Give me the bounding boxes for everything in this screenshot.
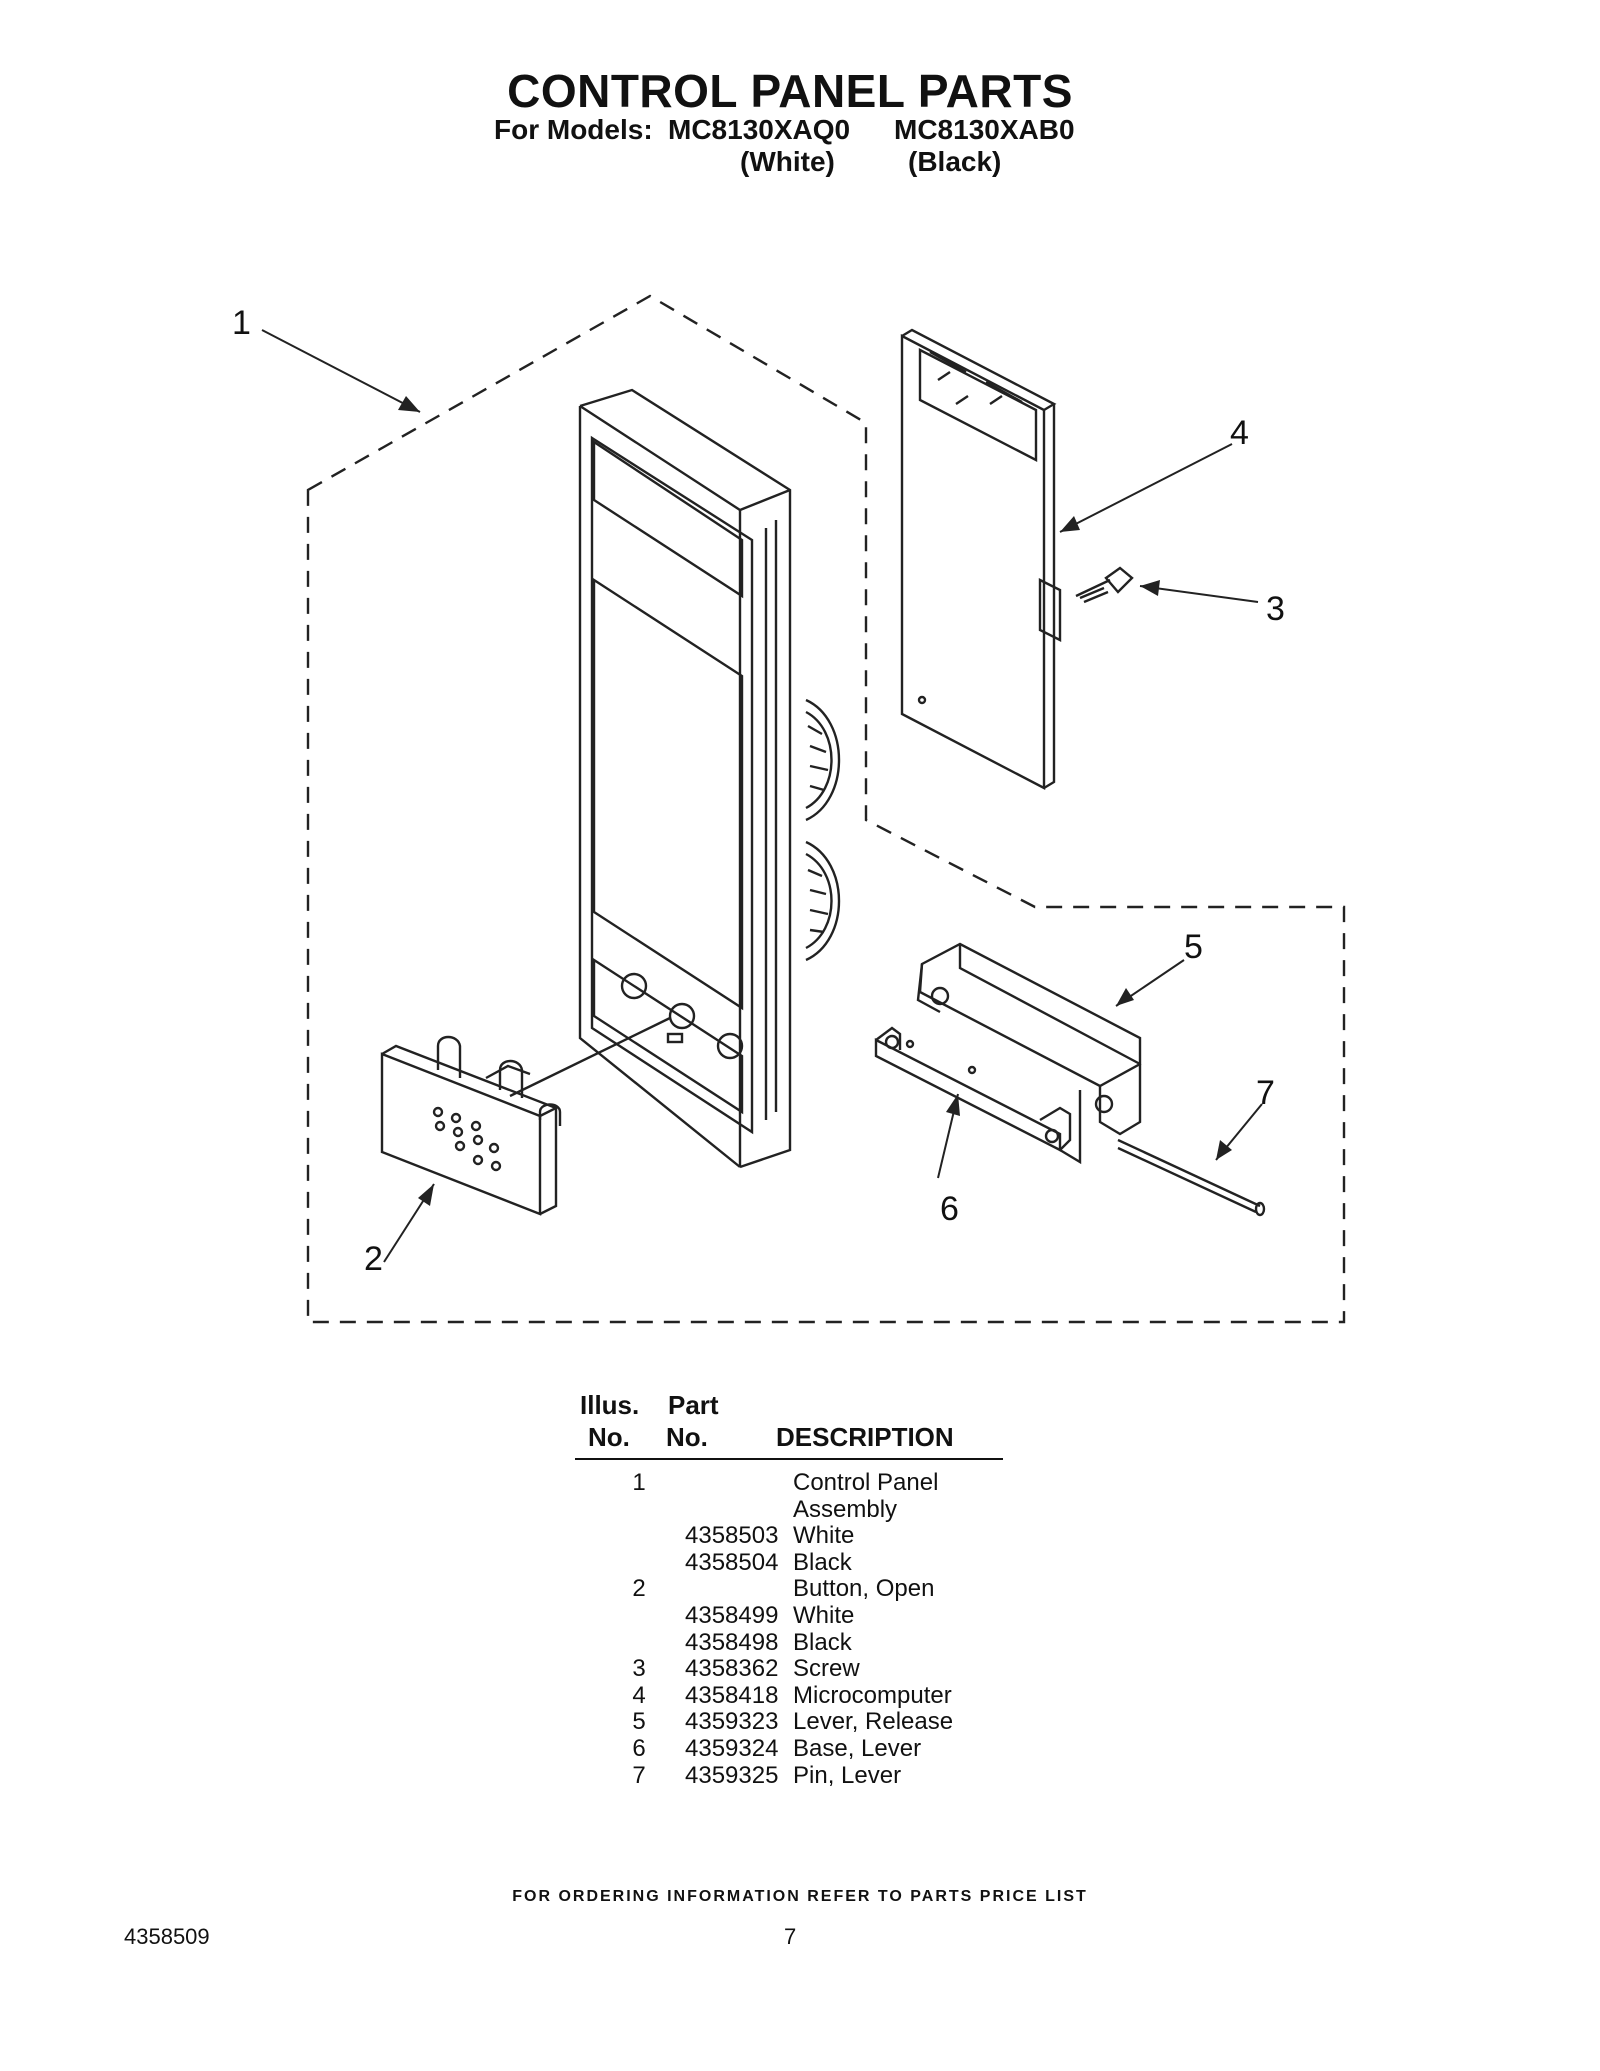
page-number: 7 — [784, 1924, 797, 1949]
arrowheads — [398, 396, 1232, 1206]
description: Lever, Release — [793, 1708, 954, 1736]
callout-3: 3 — [1266, 590, 1285, 628]
ordering-note: FOR ORDERING INFORMATION REFER TO PARTS … — [512, 1888, 1088, 1905]
microcomputer-board — [900, 328, 1062, 790]
description: Microcomputer — [793, 1681, 952, 1709]
part-no: 4359323 — [685, 1708, 779, 1736]
description: White — [793, 1601, 855, 1629]
col-illus-header-line2: No. — [588, 1422, 630, 1452]
description: White — [793, 1522, 855, 1550]
description: Control Panel — [793, 1469, 939, 1496]
lever-pin — [1117, 1138, 1266, 1217]
illus-no: 1 — [632, 1469, 646, 1496]
leader-lines — [261, 329, 1263, 1263]
assembly-boundary — [306, 294, 1346, 1324]
part-no: 4358498 — [685, 1628, 779, 1656]
illus-no: 2 — [632, 1575, 646, 1603]
col-part-header-line2: No. — [666, 1422, 708, 1452]
col-part-header-line1: Part — [668, 1390, 719, 1420]
release-lever — [916, 942, 1142, 1136]
part-no: 4358418 — [685, 1681, 779, 1709]
callout-5: 5 — [1184, 928, 1203, 966]
callout-4: 4 — [1230, 414, 1249, 452]
variant-black: (Black) — [908, 146, 1002, 177]
description: Pin, Lever — [793, 1761, 902, 1789]
document-number: 4358509 — [124, 1924, 210, 1949]
part-no: 4358503 — [685, 1522, 779, 1550]
illus-no: 4 — [632, 1681, 646, 1709]
description: Black — [793, 1628, 852, 1656]
open-button — [380, 1016, 671, 1216]
part-no: 4358362 — [685, 1655, 779, 1683]
illus-no: 6 — [632, 1734, 646, 1762]
part-no: 4358504 — [685, 1548, 779, 1576]
part-no: 4359325 — [685, 1761, 779, 1789]
table-header-rule — [575, 1458, 1003, 1460]
part-no: 4358499 — [685, 1601, 779, 1629]
illus-no: 5 — [632, 1708, 646, 1736]
callout-2: 2 — [364, 1240, 383, 1278]
model-number-white: MC8130XAQ0 — [668, 114, 851, 145]
callout-7: 7 — [1256, 1074, 1275, 1112]
control-panel-frame — [578, 388, 841, 1169]
illus-no: 3 — [632, 1655, 646, 1683]
model-number-black: MC8130XAB0 — [894, 114, 1075, 145]
col-illus-header-line1: Illus. — [580, 1390, 640, 1420]
page-title: CONTROL PANEL PARTS — [507, 65, 1073, 117]
callout-6: 6 — [940, 1190, 959, 1228]
description: Base, Lever — [793, 1734, 922, 1762]
illus-no: 7 — [632, 1761, 646, 1789]
callout-1: 1 — [232, 304, 251, 342]
description: Assembly — [793, 1495, 898, 1523]
description: Button, Open — [793, 1575, 935, 1603]
lever-base — [874, 1026, 1082, 1165]
exploded-parts-diagram — [261, 294, 1346, 1324]
col-description-header: DESCRIPTION — [776, 1422, 954, 1452]
screw — [1075, 566, 1134, 604]
description: Screw — [793, 1655, 860, 1683]
part-no: 4359324 — [685, 1734, 779, 1762]
models-label: For Models: — [494, 114, 653, 145]
variant-white: (White) — [740, 146, 835, 177]
description: Black — [793, 1548, 852, 1576]
